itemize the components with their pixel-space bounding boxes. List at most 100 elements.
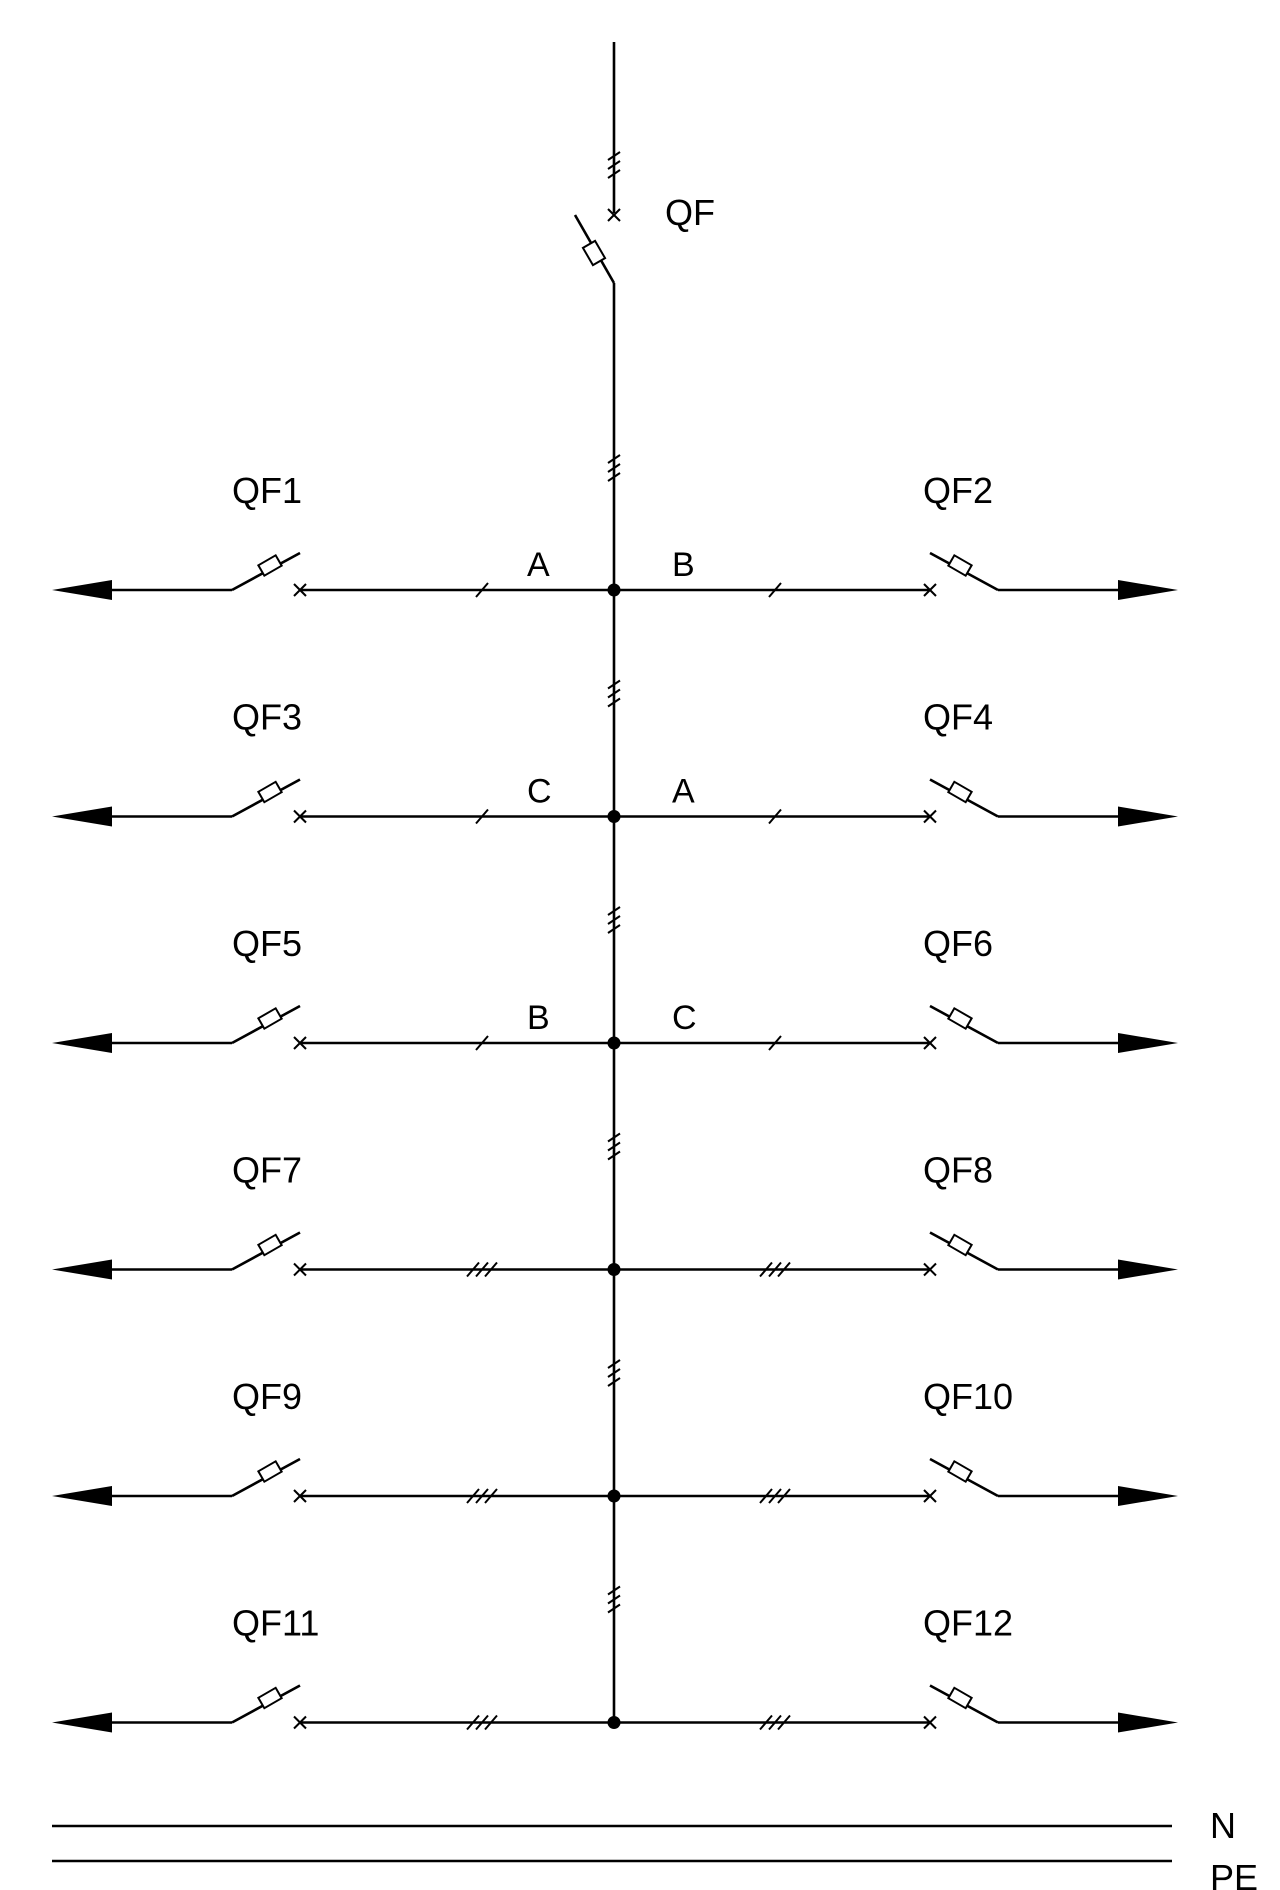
branch-breaker-x-mark [923, 1036, 937, 1050]
busbar-phase-ticks [607, 906, 621, 934]
three-phase-ticks [466, 1714, 498, 1731]
branch-breaker-trip-element [946, 1006, 974, 1031]
branch-breaker-trip-element [256, 1459, 284, 1484]
branch-breaker-label: QF9 [232, 1376, 302, 1417]
branch-breaker-x-mark [293, 583, 307, 597]
busbar-phase-ticks [607, 454, 621, 482]
incoming-phase-ticks [607, 151, 621, 179]
branch-breaker-trip-element [256, 1686, 284, 1710]
branch-breaker-x-mark [293, 1715, 307, 1730]
branch-breaker-trip-element [946, 553, 974, 578]
right-branch: B QF2 [614, 470, 1178, 600]
phase-label: A [672, 773, 695, 811]
phase-label: C [672, 999, 697, 1037]
busbar-phase-ticks [607, 1585, 621, 1614]
rail-n: N [52, 1805, 1236, 1846]
right-branch: A QF4 [614, 697, 1178, 827]
left-branch: QF9 [52, 1376, 614, 1506]
outgoing-arrow [52, 580, 112, 600]
branch-breaker-trip-element [946, 1233, 974, 1257]
single-phase-tick [475, 1035, 489, 1051]
branch-breaker-x-mark [293, 1036, 307, 1050]
neutral-and-earth-rails: N PE [52, 1805, 1258, 1890]
outgoing-arrow [1118, 806, 1178, 827]
right-branch: QF8 [614, 1150, 1178, 1280]
right-branch: C QF6 [614, 923, 1178, 1053]
right-branch: QF10 [614, 1376, 1178, 1506]
branch-breaker-trip-element [256, 553, 284, 578]
branch-breaker-x-mark [923, 1262, 937, 1277]
rail-label: N [1210, 1805, 1236, 1846]
rail-pe: PE [52, 1857, 1258, 1890]
three-phase-ticks [466, 1261, 498, 1278]
branch-breaker-label: QF4 [923, 697, 993, 738]
outgoing-arrow [1118, 1712, 1178, 1733]
main-trunk [607, 42, 621, 1723]
busbar-phase-ticks [607, 1132, 621, 1161]
main-breaker-x-mark [607, 208, 621, 222]
branch-breaker-label: QF11 [232, 1603, 319, 1644]
right-branch: QF12 [614, 1603, 1178, 1733]
outgoing-arrow [52, 1486, 112, 1506]
branch-breaker-trip-element [256, 1233, 284, 1257]
outgoing-arrow [52, 806, 112, 827]
branch-breaker-label: QF3 [232, 697, 302, 738]
phase-label: A [527, 546, 550, 584]
junction-dot [607, 1489, 621, 1503]
busbar-phase-ticks [607, 1359, 621, 1387]
phase-label: C [527, 773, 552, 811]
branch-row: QF9 QF10 [52, 1359, 1178, 1506]
left-branch: C QF3 [52, 697, 614, 827]
branch-breaker-x-mark [923, 583, 937, 597]
branch-breaker-trip-element [256, 780, 284, 804]
junction-dot [607, 583, 621, 597]
branch-breaker-trip-element [946, 1686, 974, 1710]
branch-breaker-trip-element [946, 1459, 974, 1484]
three-phase-ticks [759, 1714, 791, 1731]
outgoing-arrow [52, 1033, 112, 1053]
three-phase-ticks [759, 1488, 791, 1504]
busbar-phase-ticks [607, 679, 621, 708]
left-branch: QF7 [52, 1150, 614, 1280]
main-breaker-label: QF [665, 192, 715, 233]
left-branch: B QF5 [52, 923, 614, 1053]
outgoing-arrow [52, 1712, 112, 1733]
outgoing-arrow [1118, 1486, 1178, 1506]
three-phase-ticks [759, 1261, 791, 1278]
branch-breaker-label: QF7 [232, 1150, 302, 1191]
single-phase-tick [475, 582, 489, 598]
left-branch: A QF1 [52, 470, 614, 600]
single-phase-tick [475, 808, 489, 825]
main-breaker: QF [573, 192, 715, 284]
junction-dot [607, 1716, 621, 1729]
branch-breaker-trip-element [946, 780, 974, 804]
junction-dot [607, 810, 621, 823]
phase-label: B [527, 999, 550, 1037]
single-phase-tick [768, 808, 782, 825]
branch-breaker-label: QF6 [923, 923, 993, 964]
rail-label: PE [1210, 1857, 1258, 1890]
branch-breaker-label: QF2 [923, 470, 993, 511]
outgoing-arrow [52, 1259, 112, 1280]
branch-row: QF11 QF12 [52, 1585, 1178, 1733]
branch-breaker-trip-element [256, 1006, 284, 1031]
branch-breaker-x-mark [923, 809, 937, 824]
branch-row: QF7 QF8 [52, 1132, 1178, 1280]
branch-breaker-label: QF12 [923, 1603, 1013, 1644]
branch-breaker-x-mark [293, 1489, 307, 1503]
outgoing-arrow [1118, 1259, 1178, 1280]
phase-label: B [672, 546, 695, 584]
junction-dot [607, 1263, 621, 1276]
branch-breaker-x-mark [293, 809, 307, 824]
branch-breaker-label: QF5 [232, 923, 302, 964]
branch-breaker-label: QF10 [923, 1376, 1013, 1417]
junction-dot [607, 1036, 621, 1050]
single-phase-tick [768, 1035, 782, 1051]
branch-breaker-label: QF1 [232, 470, 302, 511]
branch-breaker-x-mark [293, 1262, 307, 1277]
